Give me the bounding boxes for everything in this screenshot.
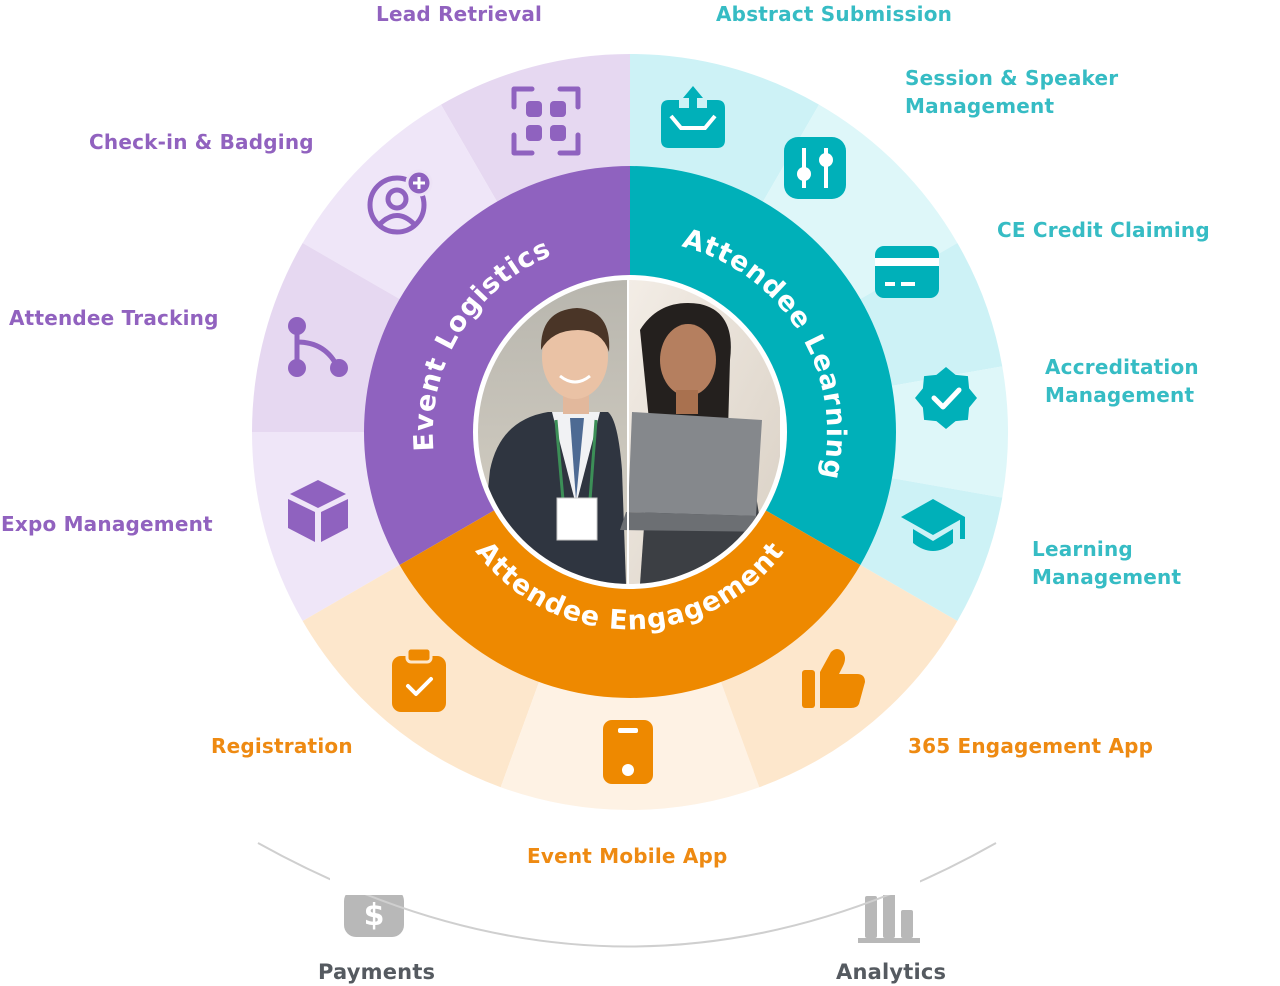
expo-management-label[interactable]: Expo Management [1,512,213,536]
svg-text:$: $ [364,898,385,933]
attendee-tracking-label[interactable]: Attendee Tracking [9,306,219,330]
core-attendee-learning[interactable] [630,166,896,565]
core-event-logistics[interactable] [364,166,630,565]
learning-management-label[interactable]: Learning Management [1032,537,1182,589]
segment-ce-credit[interactable] [856,243,1003,387]
engagement-app-label[interactable]: 365 Engagement App [908,734,1154,758]
event-mobile-app-label[interactable]: Event Mobile App [527,844,728,868]
session-speaker-label[interactable]: Session & Speaker Management [905,66,1119,118]
analytics-label[interactable]: Analytics [836,960,947,984]
core-attendee-engagement[interactable] [399,507,861,698]
payments-label[interactable]: Payments [318,960,436,984]
segment-accreditation[interactable] [888,366,1008,498]
check-in-badging-label[interactable]: Check-in & Badging [89,130,314,154]
accreditation-management-label[interactable]: Accreditation Management [1045,355,1199,407]
registration-label[interactable]: Registration [211,734,353,758]
footer-arc-gap [330,845,920,895]
woman-figure [620,303,780,584]
lead-retrieval-label[interactable]: Lead Retrieval [376,2,543,26]
ce-credit-claiming-label[interactable]: CE Credit Claiming [997,218,1210,242]
abstract-submission-label[interactable]: Abstract Submission [716,2,953,26]
center-photo [478,280,780,584]
